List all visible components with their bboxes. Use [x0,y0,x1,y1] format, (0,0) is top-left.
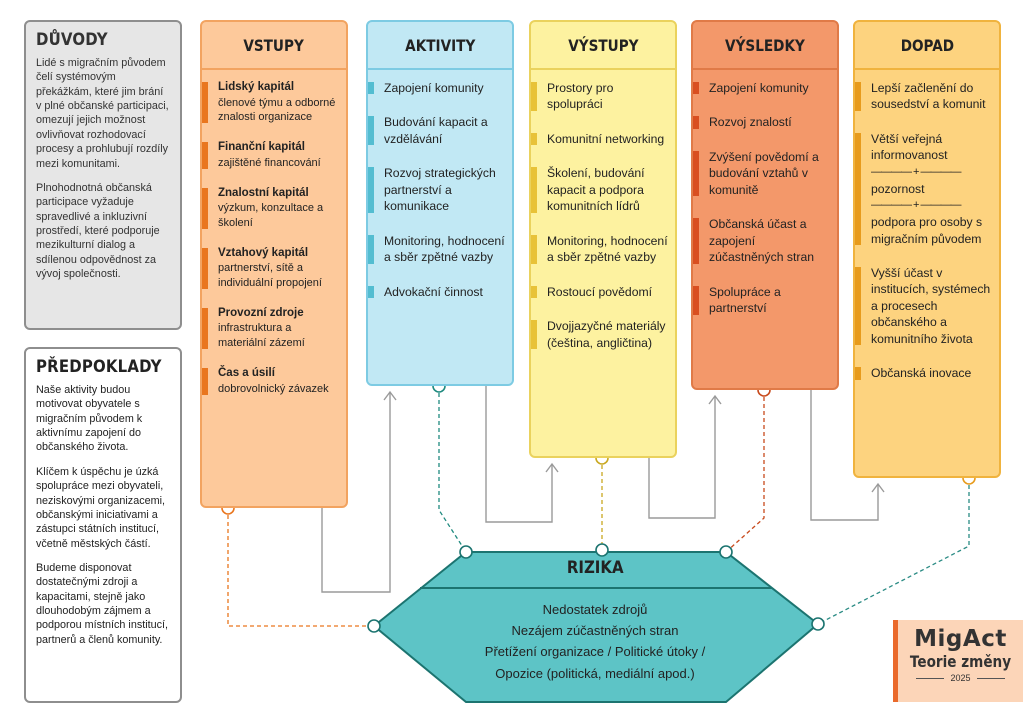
dopad-item: Lepší začlenění do sousedství a komunit [855,80,999,113]
duvody-title: DŮVODY [36,30,108,50]
vstupy-item-head: Čas a úsilí [218,367,275,380]
rizika-item: Přetížení organizace / Politické útoky / [484,644,706,660]
rizika-item: Opozice (politická, mediální apod.) [495,665,695,681]
vstupy-item-text: členové týmu a odborné znalosti organiza… [218,96,336,124]
rizika-title: RIZIKA [566,558,624,578]
vstupy-item: Lidský kapitál členové týmu a odborné zna… [202,80,346,125]
vysledky-title: VÝSLEDKY [725,35,805,55]
vstupy-item-text: dobrovolnický závazek [218,382,329,395]
aktivity-title: AKTIVITY [404,35,476,55]
connector-dot [459,545,473,559]
vstupy-item: Vztahový kapitál partnerství, sítě a indi… [202,246,346,291]
vysledky-item: Rozvoj znalostí [693,114,837,130]
vystupy-header: VÝSTUPY [531,22,675,70]
migact-logo: MigAct Teorie změny 2025 [893,620,1023,702]
aktivity-column: AKTIVITY Zapojení komunity Budování kapa… [366,20,514,386]
vysledky-column: VÝSLEDKY Zapojení komunity Rozvoj znalos… [691,20,839,390]
vysledky-item: Spolupráce a partnerství [693,284,837,317]
vstupy-item-text: partnerství, sítě a individuální propoje… [218,262,322,290]
aktivity-item: Advokační činnost [368,284,512,300]
connector-dot [811,617,825,631]
aktivity-header: AKTIVITY [368,22,512,70]
aktivity-item: Zapojení komunity [368,80,512,96]
predpoklady-paragraph: Naše aktivity budou motivovat obyvatele … [36,384,143,454]
aktivity-item: Rozvoj strategických partnerství a komun… [368,165,512,214]
dopad-item-part: podpora pro osoby s migračním původem [871,215,983,246]
vstupy-item: Znalostní kapitál výzkum, konzultace a šk… [202,186,346,231]
logo-name: MigAct [914,626,1007,652]
vstupy-item: Provozní zdroje infrastruktura a materiál… [202,306,346,351]
vystupy-item: Dvojjazyčné materiály (čeština, angličti… [531,318,675,351]
rizika-header: RIZIKA [372,558,818,578]
vstupy-item-text: výzkum, konzultace a školení [218,202,324,229]
vystupy-item: Rostoucí povědomí [531,284,675,300]
dopad-header: DOPAD [855,22,999,70]
vysledky-item: Občanská účast a zapojení zúčastněných s… [693,216,837,265]
vstupy-column: VSTUPY Lidský kapitál členové týmu a odbo… [200,20,348,508]
vstupy-item-text: zajištěné financování [218,156,321,169]
connector-dot [719,545,733,559]
vstupy-title: VSTUPY [243,35,305,55]
aktivity-item: Monitoring, hodnocení a sběr zpětné vazb… [368,233,512,266]
logo-year: 2025 [950,673,971,683]
dopad-item: Občanská inovace [855,365,999,381]
predpoklady-title: PŘEDPOKLADY [36,357,162,377]
duvody-paragraph: Lidé s migračním původem čelí systémovým… [36,57,169,170]
vstupy-item: Čas a úsilí dobrovolnický závazek [202,366,346,396]
dopad-title: DOPAD [900,35,954,55]
vystupy-title: VÝSTUPY [567,35,639,55]
logo-subtitle: Teorie změny [909,652,1012,671]
aktivity-item: Budování kapacit a vzdělávání [368,114,512,147]
dopad-item-part: Větší veřejná informovanost [871,131,948,163]
vstupy-item: Finanční kapitál zajištěné financování [202,140,346,170]
vysledky-item: Zapojení komunity [693,80,837,96]
vystupy-item: Monitoring, hodnocení a sběr zpětné vazb… [531,233,675,266]
vstupy-item-head: Vztahový kapitál [218,246,309,259]
connector-dot [595,543,609,557]
vstupy-item-text: infrastruktura a materiální zázemí [218,322,305,350]
duvody-box: DŮVODY Lidé s migračním původem čelí sys… [24,20,182,330]
connector-dot [367,619,381,633]
rizika-item: Nedostatek zdrojů [542,602,648,617]
vstupy-header: VSTUPY [202,22,346,70]
plus-separator: ———— + ———— [871,199,962,212]
rizika-box: RIZIKA Nedostatek zdrojů Nezájem zúčastn… [372,548,818,702]
vstupy-item-head: Finanční kapitál [218,141,305,154]
plus-separator: ———— + ———— [871,165,962,178]
vystupy-item: Školení, budování kapacit a podpora komu… [531,165,675,214]
vysledky-item: Zvýšení povědomí a budování vztahů v kom… [693,149,837,198]
vystupy-item: Komunitní networking [531,131,675,147]
vstupy-item-head: Provozní zdroje [218,306,304,319]
rizika-item: Nezájem zúčastněných stran [511,623,679,639]
predpoklady-box: PŘEDPOKLADY Naše aktivity budou motivova… [24,347,182,703]
vysledky-header: VÝSLEDKY [693,22,837,70]
logo-year-line: 2025 [898,673,1023,683]
dopad-column: DOPAD Lepší začlenění do sousedství a ko… [853,20,1001,478]
dopad-item: Větší veřejná informovanost ———— + ———— … [855,131,999,247]
dopad-item: Vyšší účast v institucích, systémech a p… [855,265,999,347]
duvody-paragraph: Plnohodnotná občanská participace vyžadu… [36,181,160,281]
vstupy-item-head: Lidský kapitál [218,81,295,93]
vystupy-item: Prostory pro spolupráci [531,80,675,113]
vstupy-item-head: Znalostní kapitál [218,186,309,199]
predpoklady-paragraph: Klíčem k úspěchu je úzká spolupráce mezi… [36,465,166,550]
vystupy-column: VÝSTUPY Prostory pro spolupráci Komunitn… [529,20,677,458]
dopad-item-part: pozornost [871,181,925,196]
predpoklady-paragraph: Budeme disponovat dostatečnými zdroji a … [36,561,169,646]
